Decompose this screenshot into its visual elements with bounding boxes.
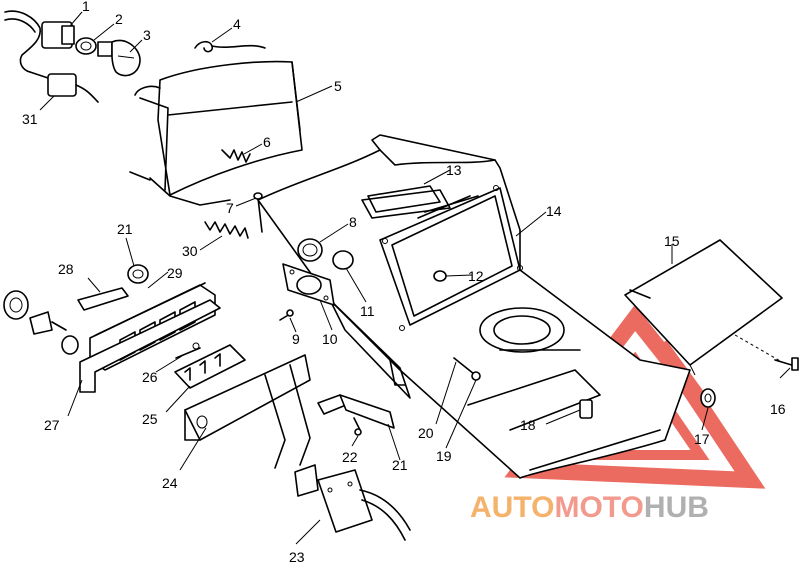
part-bulb	[97, 39, 141, 77]
part-spring-clip	[194, 40, 266, 53]
part-connector	[4, 10, 75, 73]
part-terminal-26	[175, 342, 201, 359]
part-grommet-21	[127, 264, 149, 284]
callout-6: 6	[263, 134, 271, 150]
callout-28: 28	[58, 261, 74, 277]
callout-27: 27	[44, 417, 60, 433]
callout-16: 16	[770, 401, 786, 417]
watermark-hub: HUB	[644, 491, 709, 524]
callout-7: 7	[226, 200, 234, 216]
part-plug	[29, 71, 99, 103]
part-housing	[257, 134, 691, 479]
callout-1: 1	[82, 0, 90, 14]
callout-22: 22	[342, 449, 358, 465]
part-cover-panel	[624, 239, 783, 376]
callout-4: 4	[233, 16, 241, 32]
callout-31: 31	[22, 111, 38, 127]
part-key-switch	[3, 290, 79, 355]
callout-25: 25	[142, 411, 158, 427]
part-screw-9	[279, 309, 294, 321]
part-spring-lower	[204, 221, 249, 239]
part-socket	[75, 37, 97, 55]
watermark-moto: MOTO	[554, 491, 643, 524]
callout-29: 29	[167, 265, 183, 281]
callout-30: 30	[182, 243, 198, 259]
callout-21-lower: 21	[392, 457, 408, 473]
part-mount-bracket	[184, 354, 311, 469]
callout-11: 11	[360, 303, 375, 319]
part-switch-plate	[282, 263, 335, 306]
callout-18: 18	[520, 417, 536, 433]
callout-17: 17	[694, 431, 710, 447]
callout-21-upper: 21	[117, 221, 133, 237]
watermark-text: AUTOMOTOHUB	[470, 491, 709, 524]
callout-3: 3	[143, 27, 151, 43]
part-spring-upper	[221, 149, 251, 163]
callout-12: 12	[468, 268, 484, 284]
part-switch-block	[174, 344, 246, 389]
part-grommet-8	[297, 238, 354, 270]
part-bracket-27	[79, 299, 221, 393]
callout-8: 8	[349, 214, 357, 230]
callout-14: 14	[546, 203, 562, 219]
callout-24: 24	[162, 475, 178, 491]
part-pin-16	[734, 334, 799, 371]
leader-lines	[39, 11, 791, 545]
callout-23: 23	[289, 549, 305, 565]
callout-19: 19	[436, 448, 452, 464]
callout-15: 15	[664, 233, 680, 249]
callout-10: 10	[322, 331, 338, 347]
part-socket-connector	[294, 464, 411, 541]
part-label-28	[77, 287, 129, 311]
watermark-auto: AUTO	[470, 491, 554, 524]
part-clip-18	[579, 399, 593, 419]
part-screw-7	[253, 192, 263, 233]
callout-5: 5	[334, 78, 342, 94]
callout-9: 9	[292, 331, 300, 347]
part-toggle-switch	[317, 394, 395, 436]
callout-13: 13	[446, 162, 462, 178]
part-knob-12	[433, 270, 447, 282]
callout-2: 2	[115, 11, 123, 27]
callout-labels: 1 2 3 4 5 6 7 8 9 10 11 12 13 14 15 16 1…	[22, 0, 786, 565]
part-headlight	[129, 60, 303, 206]
callout-20: 20	[418, 425, 434, 441]
part-washer-17	[700, 388, 716, 408]
callout-26: 26	[142, 369, 158, 385]
part-label-13	[367, 185, 441, 213]
